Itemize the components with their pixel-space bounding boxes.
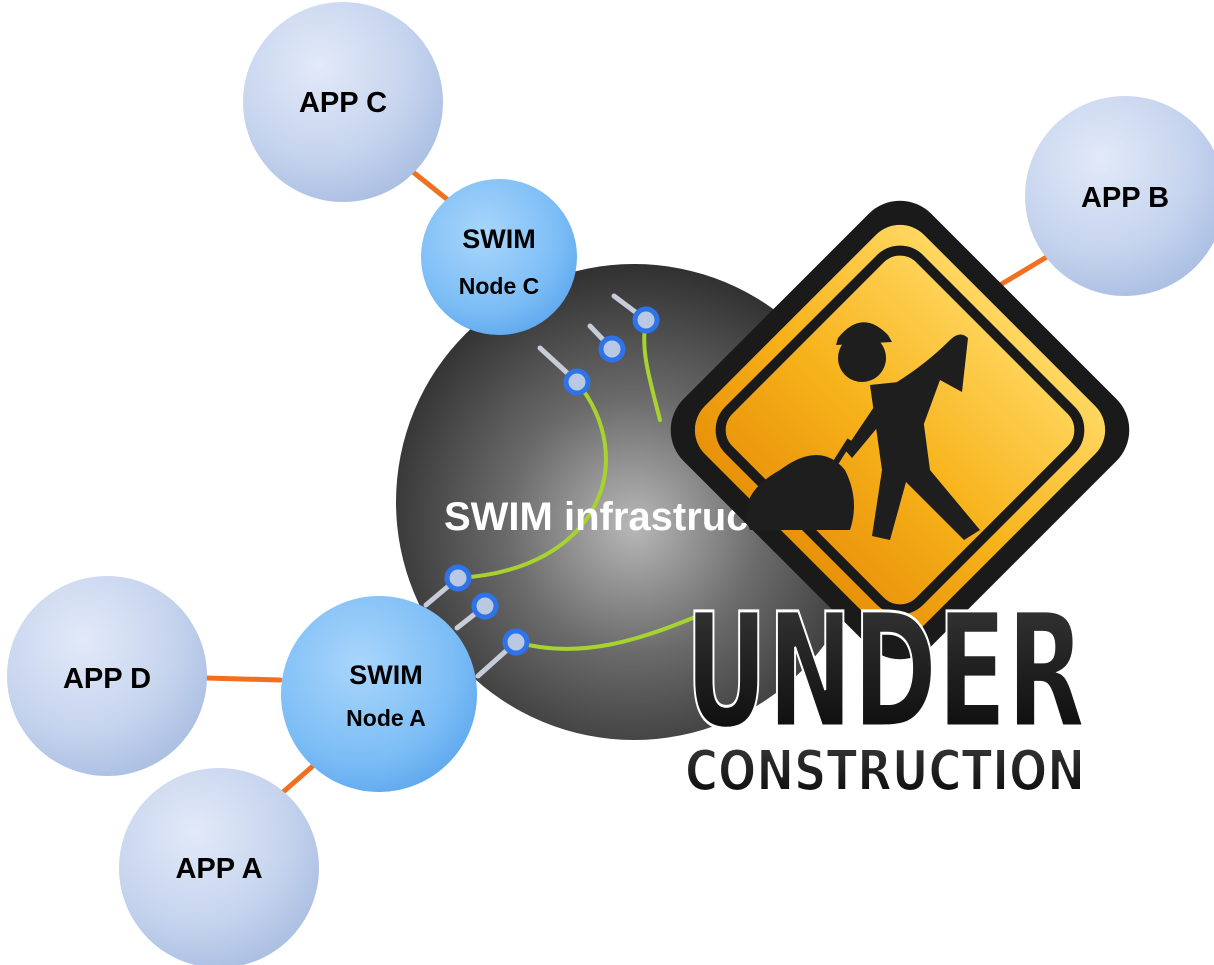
swim-node-a[interactable]: SWIM Node A [281, 596, 477, 792]
port-icon [471, 592, 499, 620]
app-b[interactable]: APP B [1025, 96, 1214, 296]
app-a-circle[interactable] [119, 768, 319, 965]
worker-shoveling-icon [746, 322, 980, 540]
port-icon [444, 564, 472, 592]
app-b-label: APP B [1081, 182, 1169, 214]
port-icon [632, 306, 660, 334]
node-a-circle[interactable] [281, 596, 477, 792]
app-c-label: APP C [299, 87, 387, 119]
channel-1 [456, 380, 608, 580]
link-app-c-node-c [405, 165, 451, 203]
sign-construction-text: CONSTRUCTION [685, 739, 1085, 804]
sign-under-text: UNDER [685, 580, 1085, 764]
node-a-line1: SWIM [349, 660, 423, 690]
port-icon [563, 368, 591, 396]
app-b-circle[interactable] [1025, 96, 1214, 296]
under-construction-sign: UNDER CONSTRUCTION [670, 200, 1130, 805]
ports [444, 306, 660, 656]
app-d[interactable]: APP D [7, 576, 207, 776]
swim-node-c[interactable]: SWIM Node C [421, 179, 577, 335]
link-app-b-infra [997, 252, 1053, 288]
app-d-label: APP D [63, 663, 151, 695]
port-icon [598, 335, 626, 363]
app-a[interactable]: APP A [119, 768, 319, 965]
app-c-circle[interactable] [243, 2, 443, 202]
app-d-circle[interactable] [7, 576, 207, 776]
app-a-label: APP A [175, 853, 262, 885]
link-app-d-node-a [203, 675, 283, 683]
channel-3 [514, 613, 702, 651]
node-c-line1: SWIM [462, 224, 536, 254]
port-icon [502, 628, 530, 656]
app-c[interactable]: APP C [243, 2, 443, 202]
node-a-line2: Node A [346, 705, 426, 731]
node-c-line2: Node C [459, 273, 540, 299]
node-c-circle[interactable] [421, 179, 577, 335]
